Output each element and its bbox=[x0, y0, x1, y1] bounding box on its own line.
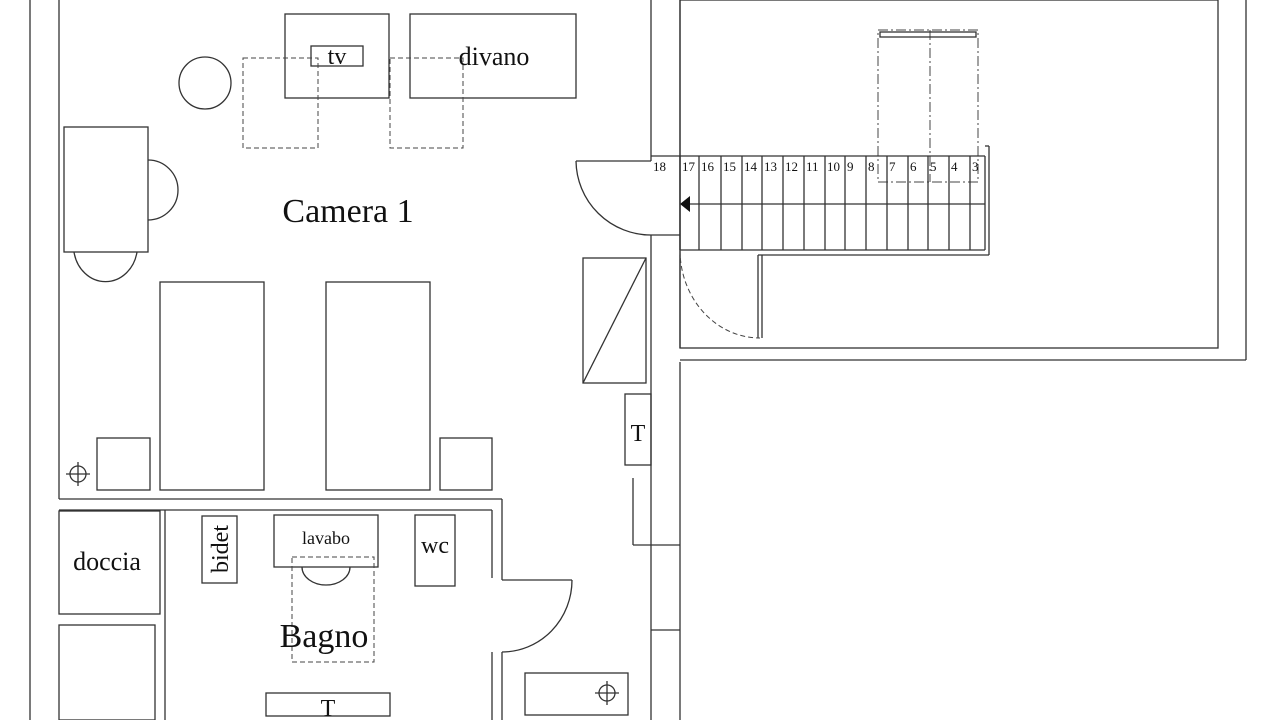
lavabo bbox=[273, 514, 379, 568]
stair-step-number: 8 bbox=[868, 159, 875, 174]
shower bbox=[58, 510, 161, 615]
wardrobe bbox=[582, 257, 647, 384]
arrow-left-icon bbox=[680, 196, 690, 212]
chair-arc bbox=[147, 159, 179, 221]
stair-step-number: 9 bbox=[847, 159, 854, 174]
bagno-door-arc bbox=[501, 579, 573, 653]
stair-step-number: 13 bbox=[764, 159, 777, 174]
desk bbox=[63, 126, 149, 253]
stair-step-number: 6 bbox=[910, 159, 917, 174]
doccia-label: doccia bbox=[73, 547, 141, 576]
stair-step-number: 7 bbox=[889, 159, 896, 174]
bed bbox=[325, 281, 431, 491]
bagno-label: Bagno bbox=[280, 618, 369, 655]
stair-step-number: 5 bbox=[930, 159, 937, 174]
round-table bbox=[178, 56, 232, 110]
stair-step-number: 3 bbox=[972, 159, 979, 174]
camera-label: Camera 1 bbox=[282, 193, 413, 230]
sofa bbox=[409, 13, 577, 99]
radiator-camera bbox=[624, 393, 652, 466]
tv bbox=[310, 45, 364, 67]
stair-step-number: 16 bbox=[701, 159, 715, 174]
armchair-outline bbox=[242, 57, 319, 149]
light-point-icon bbox=[66, 462, 90, 486]
tv-label: tv bbox=[328, 44, 347, 70]
tv-cabinet bbox=[284, 13, 390, 99]
stair-step-number: 11 bbox=[806, 159, 819, 174]
stair-door-arc bbox=[679, 249, 761, 339]
nightstand bbox=[96, 437, 151, 491]
stair-step-number: 4 bbox=[951, 159, 958, 174]
closet bbox=[58, 624, 156, 720]
radiator-bagno bbox=[265, 692, 391, 717]
stair-step-number: 17 bbox=[682, 159, 696, 174]
stair-step-number: 12 bbox=[785, 159, 798, 174]
stair-step-number: 10 bbox=[827, 159, 840, 174]
bed bbox=[159, 281, 265, 491]
bidet-label: bidet bbox=[208, 525, 234, 573]
stair-step-number: 18 bbox=[653, 159, 666, 174]
bidet bbox=[201, 515, 238, 584]
mat-outline bbox=[291, 556, 375, 663]
wc-label: wc bbox=[421, 533, 449, 559]
divano-label: divano bbox=[459, 42, 530, 71]
camera-door-arc bbox=[575, 160, 652, 236]
stair-step-number: 15 bbox=[723, 159, 736, 174]
washer bbox=[524, 672, 629, 716]
stair-step-number: 14 bbox=[744, 159, 758, 174]
chair-arc bbox=[73, 251, 138, 283]
light-point-icon bbox=[595, 681, 619, 705]
nightstand bbox=[439, 437, 493, 491]
wc bbox=[414, 514, 456, 587]
armchair-outline bbox=[389, 57, 464, 149]
t-bagno-label: T bbox=[321, 696, 336, 720]
t-camera-label: T bbox=[631, 421, 646, 447]
lavabo-label: lavabo bbox=[302, 528, 350, 548]
